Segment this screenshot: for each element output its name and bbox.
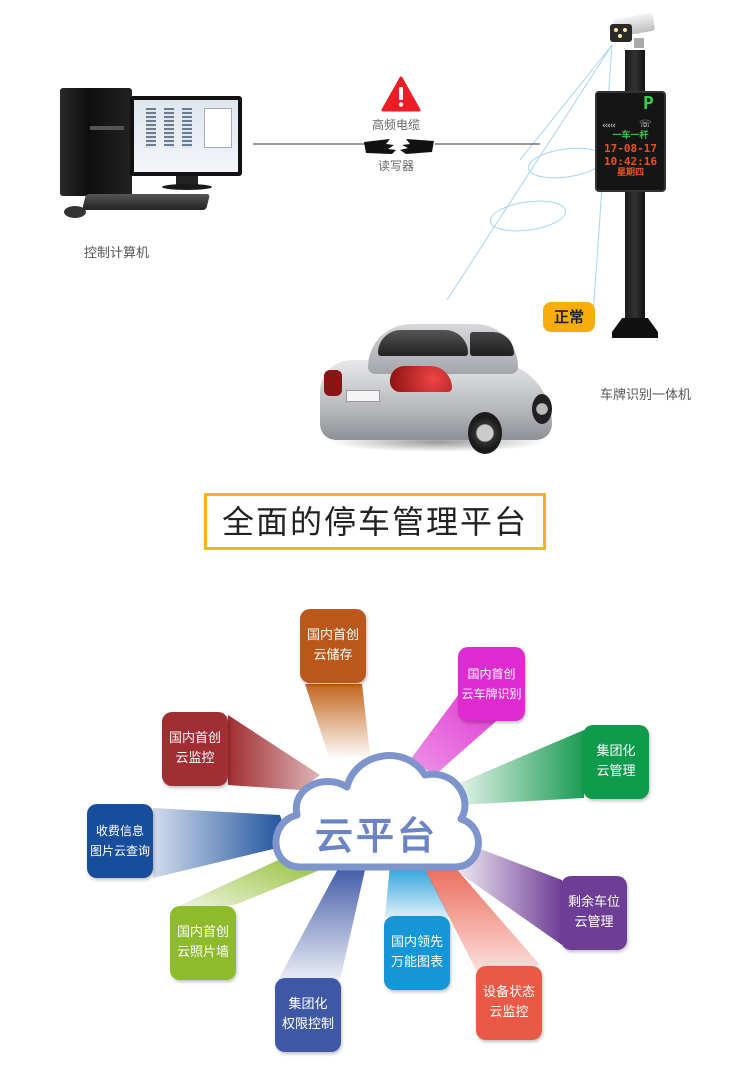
page-title: 全面的停车管理平台 — [204, 493, 546, 550]
control-computer — [58, 88, 248, 223]
rear-wheel — [468, 412, 502, 454]
node-line1: 收费信息 — [95, 824, 144, 838]
node-line2: 云管理 — [574, 915, 614, 930]
node-line1: 集团化 — [596, 744, 636, 759]
license-plate — [346, 390, 380, 402]
monitor-stand — [176, 176, 198, 186]
display-weekday: 星期四 — [616, 168, 644, 178]
node-line2: 权限控制 — [281, 1017, 334, 1032]
warning-triangle-icon — [381, 76, 421, 112]
lpr-display-panel: P ‹‹‹‹‹ ☏ 一车一杆 17-08-17 10:42:16 星期四 — [595, 91, 666, 192]
node-line1: 集团化 — [288, 997, 328, 1012]
display-time: 10:42:16 — [604, 155, 657, 168]
node-line1: 剩余车位 — [567, 895, 620, 910]
front-wheel — [532, 394, 552, 424]
status-badge: 正常 — [543, 302, 595, 332]
phone-icon: ☏ — [639, 119, 652, 130]
node-line2: 云照片墙 — [176, 945, 229, 960]
node-group-permissions: 集团化 权限控制 — [275, 978, 341, 1052]
node-line2: 云车牌识别 — [461, 687, 522, 701]
node-line1: 国内首创 — [467, 667, 516, 681]
tail-light-left — [324, 370, 342, 396]
cable-label: 高频电缆 — [372, 118, 421, 132]
node-group-cloud-management: 集团化 云管理 — [583, 725, 649, 799]
pc-tower — [60, 88, 132, 196]
node-line2: 万能图表 — [390, 955, 443, 970]
node-charts: 国内领先 万能图表 — [384, 916, 450, 990]
monitor — [130, 96, 242, 176]
node-cloud-monitoring: 国内首创 云监控 — [162, 712, 228, 786]
tail-light-right — [390, 366, 452, 392]
node-line2: 云管理 — [596, 764, 636, 779]
car-rear-window — [378, 330, 468, 356]
cloud-shape: 云平台 — [265, 735, 485, 880]
node-line1: 国内首创 — [168, 731, 221, 746]
car-image — [318, 320, 558, 460]
broken-cable-icon — [362, 136, 436, 156]
keyboard — [82, 194, 210, 210]
pole-base — [612, 318, 658, 338]
parking-sign: P — [643, 93, 654, 114]
car-side-window — [470, 332, 514, 356]
node-line1: 国内领先 — [390, 935, 443, 950]
node-line1: 国内首创 — [306, 628, 359, 643]
node-line2: 云储存 — [313, 648, 353, 663]
display-date: 17-08-17 — [604, 142, 657, 155]
node-line2: 云监控 — [489, 1005, 529, 1020]
camera-icon — [608, 12, 656, 48]
node-line2: 图片云查询 — [89, 844, 150, 858]
display-line1: 一车一杆 — [612, 131, 649, 141]
cloud-platform-label: 云平台 — [315, 814, 439, 858]
monitor-screen — [134, 100, 238, 172]
cloud-rays — [153, 684, 584, 980]
node-remaining-spaces: 剩余车位 云管理 — [561, 876, 627, 950]
node-device-status: 设备状态 云监控 — [476, 966, 542, 1040]
node-fee-photo-query: 收费信息 图片云查询 — [87, 804, 153, 878]
top-diagram: 控制计算机 高频电缆 读写器 P ‹‹‹‹‹ ☏ 一车一杆 17-08-17 — [0, 0, 750, 480]
mouse — [64, 206, 86, 218]
node-line1: 国内首创 — [176, 925, 229, 940]
computer-label: 控制计算机 — [84, 246, 150, 261]
node-line1: 设备状态 — [482, 985, 535, 1000]
node-photo-wall: 国内首创 云照片墙 — [170, 906, 236, 980]
plate-machine-label: 车牌识别一体机 — [600, 388, 692, 403]
node-line2: 云监控 — [175, 751, 215, 766]
node-cloud-plate-recognition: 国内首创 云车牌识别 — [458, 647, 525, 721]
reader-label: 读写器 — [378, 159, 415, 173]
signal-chevrons-icon: ‹‹‹‹‹ — [602, 121, 616, 131]
node-cloud-storage: 国内首创 云储存 — [300, 609, 366, 683]
